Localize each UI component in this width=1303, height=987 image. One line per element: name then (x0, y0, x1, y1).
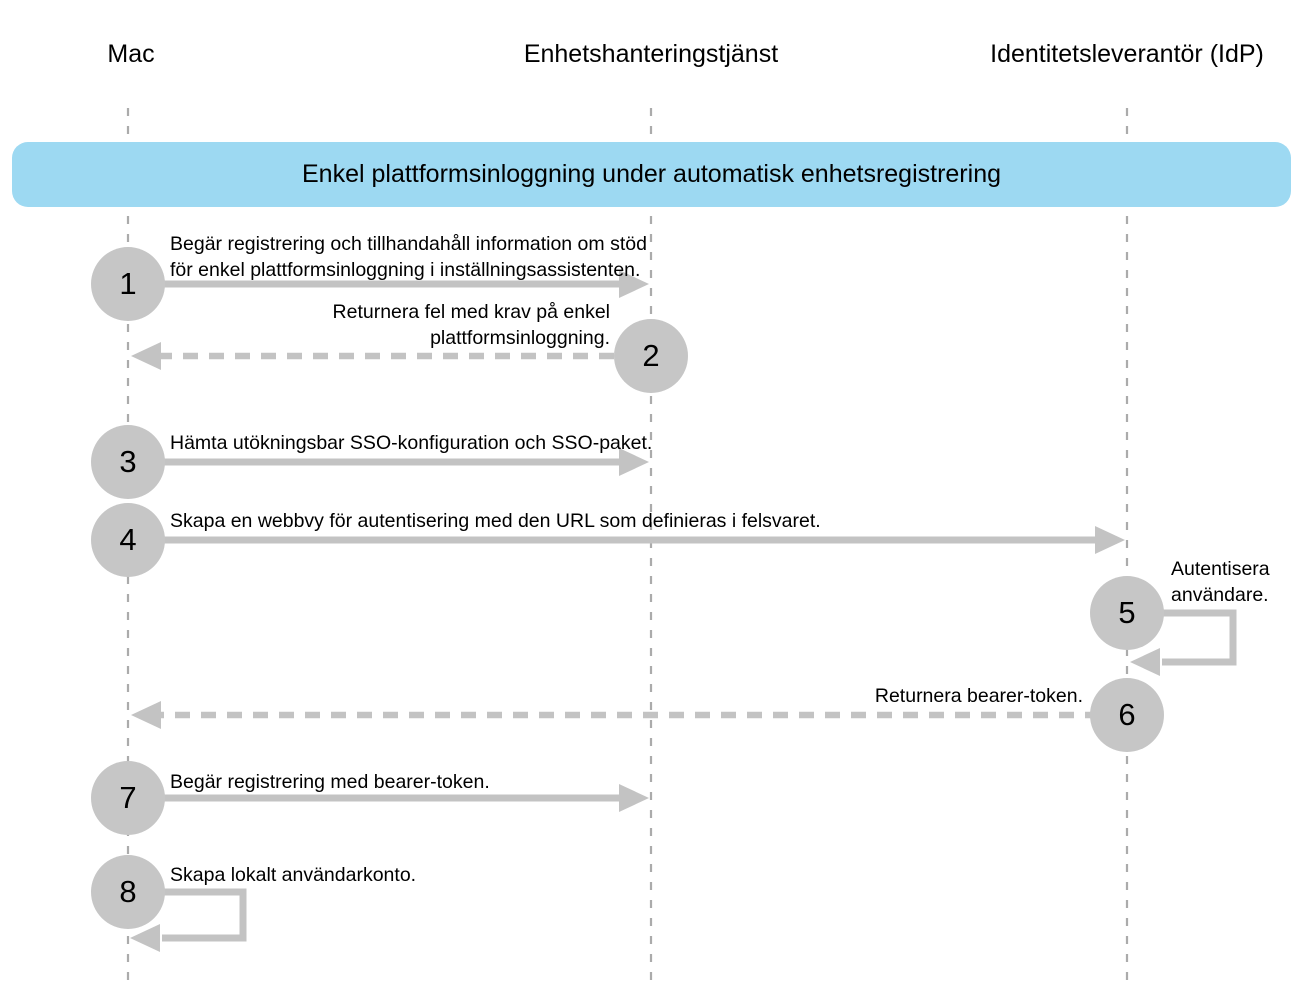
step-message-5-line-2: användare. (1171, 584, 1269, 606)
step-message-3: Hämta utökningsbar SSO-konfiguration och… (170, 430, 652, 456)
step-message-3-line-1: Hämta utökningsbar SSO-konfiguration och… (170, 432, 653, 454)
step-badge-5: 5 (1090, 576, 1164, 650)
self-loop-step-8-line (150, 888, 247, 942)
step-message-4: Skapa en webbvy för autentisering med de… (170, 508, 821, 534)
self-loop-step-5-line (1150, 609, 1237, 666)
step-message-8: Skapa lokalt användarkonto. (170, 862, 416, 888)
arrow-step-2-head-icon (131, 342, 161, 370)
step-badge-4: 4 (91, 503, 165, 577)
self-loop-step-8 (130, 888, 247, 952)
self-loop-step-5 (1130, 609, 1237, 676)
arrow-step-4-head-icon (1095, 526, 1125, 554)
actor-label-idp: Identitetsleverantör (IdP) (990, 40, 1264, 68)
step-message-4-line-1: Skapa en webbvy för autentisering med de… (170, 510, 821, 532)
step-message-7: Begär registrering med bearer-token. (170, 769, 490, 795)
step-message-6: Returnera bearer-token. (783, 683, 1083, 709)
step-badge-3: 3 (91, 425, 165, 499)
step-message-7-line-1: Begär registrering med bearer-token. (170, 771, 490, 793)
step-message-2: Returnera fel med krav på enkel plattfor… (280, 299, 610, 351)
arrow-step-7-head-icon (619, 784, 649, 812)
actor-label-mac: Mac (107, 40, 155, 68)
phase-banner-title: Enkel plattformsinloggning under automat… (302, 160, 1001, 188)
arrow-step-4 (130, 526, 1125, 554)
arrow-step-1-head-icon (619, 270, 649, 298)
arrow-step-3 (130, 448, 649, 476)
step-message-5-line-1: Autentisera (1171, 558, 1270, 580)
self-loop-step-5-head-icon (1130, 648, 1160, 676)
step-message-1-line-1: Begär registrering och tillhandahåll inf… (170, 233, 647, 255)
step-message-1: Begär registrering och tillhandahåll inf… (170, 231, 647, 283)
arrow-step-6 (131, 701, 1100, 729)
step-message-2-line-2: plattformsinloggning. (430, 327, 610, 349)
step-badge-6: 6 (1090, 678, 1164, 752)
step-badge-8: 8 (91, 855, 165, 929)
step-message-8-line-1: Skapa lokalt användarkonto. (170, 864, 417, 886)
phase-banner: Enkel plattformsinloggning under automat… (12, 142, 1291, 207)
actor-label-device-management: Enhetshanteringstjänst (523, 40, 779, 68)
step-message-1-line-2: för enkel plattformsinloggning i inställ… (170, 259, 641, 281)
self-loop-step-8-head-icon (130, 924, 160, 952)
step-badge-7: 7 (91, 761, 165, 835)
arrow-step-7 (130, 784, 649, 812)
arrow-step-2 (131, 342, 640, 370)
arrow-step-3-head-icon (619, 448, 649, 476)
step-message-5: Autentisera användare. (1171, 556, 1270, 608)
arrow-step-6-head-icon (131, 701, 161, 729)
step-badge-1: 1 (91, 247, 165, 321)
arrow-step-1 (130, 270, 649, 298)
step-message-2-line-1: Returnera fel med krav på enkel (332, 301, 610, 323)
step-message-6-line-1: Returnera bearer-token. (874, 685, 1083, 707)
step-badge-2: 2 (614, 319, 688, 393)
